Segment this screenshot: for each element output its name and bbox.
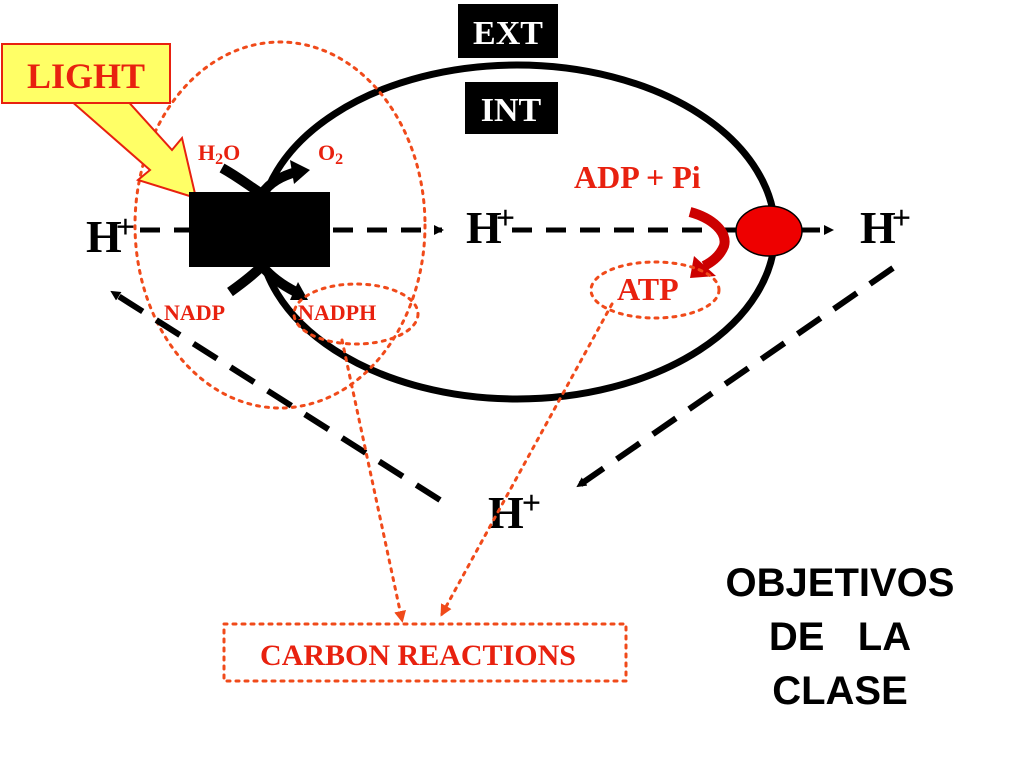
proton-label-left: H+ [86,209,135,262]
proton-return-left [110,289,442,503]
light-box [1,43,171,104]
proton-label-bottom: H+ [488,485,541,538]
title-line-1: OBJETIVOS [726,561,955,605]
title-line-3: CLASE [772,669,908,713]
h2o-label: H2O [198,140,240,168]
carbon-reactions-label: CARBON REACTIONS [260,639,576,672]
atp-label: ATP [617,271,679,307]
atp-synthase [735,205,803,257]
proton-return-right [576,265,895,489]
carbon-reactions-box [222,622,628,683]
nadph-dotted-ellipse [292,282,420,346]
ext-box [458,4,558,58]
o2-label: O2 [318,140,343,168]
adp-pi-label: ADP + Pi [574,159,701,195]
light-label: LIGHT [27,56,145,96]
int-box [465,82,558,134]
photosystem-block [189,192,330,267]
ext-label: EXT [473,15,543,52]
water-split-arrow [219,163,298,201]
atp-to-carbon-arrow [440,302,614,617]
adp-to-atp-arrow [688,207,730,271]
photosystem-dotted-ellipse [133,40,427,410]
adp-to-atp-arrowhead [690,256,716,278]
proton-label-right: H+ [860,200,911,253]
proton-label-lumen: H+ [466,200,515,253]
nadp-reduction-arrowhead [290,282,308,300]
nadp-reduction-arrow [227,258,299,297]
title-line-2: DE LA [769,615,911,659]
atp-dotted-ellipse [589,260,721,320]
nadp-label: NADP [164,300,225,325]
water-split-arrowhead [290,160,310,184]
nadph-to-carbon-arrow [340,338,406,623]
nadph-label: NADPH [298,300,376,325]
int-label: INT [481,92,542,129]
